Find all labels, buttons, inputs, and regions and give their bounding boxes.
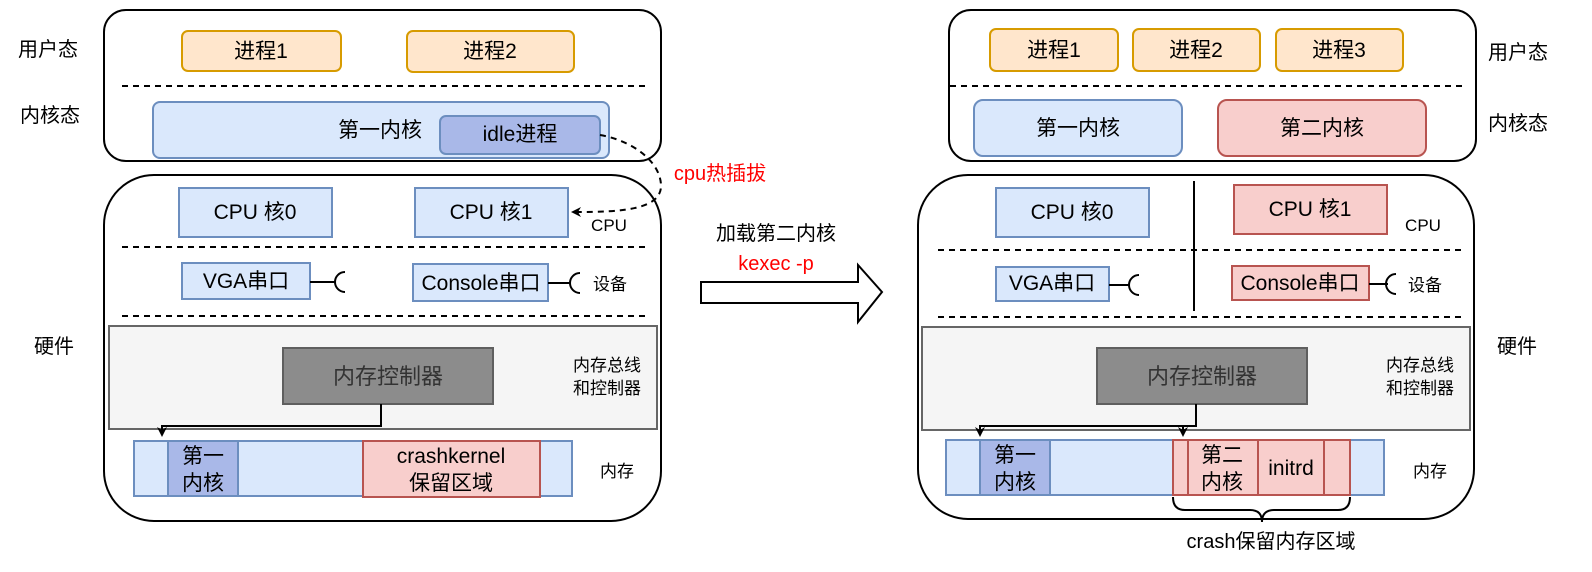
- left-user-mode-label: 用户态: [18, 38, 78, 61]
- left-cpu-label: CPU: [591, 216, 627, 235]
- left-console-interface-socket-icon: [569, 272, 581, 294]
- right-vga-serial-label: VGA串口: [1009, 272, 1095, 295]
- left-console-serial-label: Console串口: [421, 272, 540, 295]
- right-cpu-core-0: [995, 187, 1150, 238]
- right-second-kernel: [1217, 99, 1427, 157]
- right-console-serial: [1231, 265, 1370, 301]
- right-vga-serial: [995, 266, 1110, 302]
- cpu-hotplug-label: cpu热插拔: [674, 162, 766, 185]
- right-cpu-core-0-label: CPU 核0: [1031, 201, 1114, 224]
- right-second-kernel-label: 第二内核: [1280, 117, 1364, 140]
- crash-region-label: crash保留内存区域: [1187, 530, 1356, 553]
- left-memory-controller: [282, 347, 494, 405]
- left-memory-first-kernel-line2: 内核: [182, 472, 224, 495]
- left-cpu-core-0: [178, 187, 333, 238]
- left-cpu-core-1-label: CPU 核1: [450, 201, 533, 224]
- left-vga-interface-socket-icon: [334, 271, 346, 293]
- right-process-2-label: 进程2: [1169, 39, 1223, 62]
- right-console-interface-socket-icon: [1385, 273, 1397, 295]
- right-controller-to-first-kernel-arrow: [975, 404, 1197, 437]
- right-hardware-label: 硬件: [1497, 335, 1537, 358]
- right-process-3: [1275, 28, 1404, 72]
- left-crashkernel-reserved: [362, 440, 541, 498]
- right-diagram: 用户态 内核态 硬件 进程1 进程2 进程3 第一内核 第二内核 CPU 核0 …: [917, 9, 1548, 553]
- right-user-mode-label: 用户态: [1488, 41, 1548, 64]
- right-memory-initrd: initrd: [1268, 457, 1314, 480]
- right-memory-first-kernel: [979, 439, 1051, 496]
- idle-process-label: idle进程: [483, 123, 558, 146]
- right-first-kernel-label: 第一内核: [1036, 117, 1120, 140]
- left-process-1-label: 进程1: [234, 40, 288, 63]
- left-device-label: 设备: [593, 275, 627, 294]
- cpu-hotplug-arrow: [571, 134, 663, 217]
- right-cpu-label: CPU: [1405, 216, 1441, 235]
- right-vga-interface-socket-icon: [1128, 274, 1140, 296]
- right-device-label: 设备: [1408, 276, 1442, 295]
- transition-arrow: 加载第二内核 kexec -p: [700, 222, 884, 325]
- transition-label-line2: kexec -p: [738, 253, 814, 275]
- left-diagram: 用户态 内核态 硬件 进程1 进程2 第一内核 idle进程 CPU 核0 CP…: [18, 9, 662, 522]
- crash-region-brace-icon: [1172, 496, 1351, 523]
- right-first-kernel: [973, 99, 1183, 157]
- left-vga-serial-label: VGA串口: [203, 270, 289, 293]
- left-process-2-label: 进程2: [463, 40, 517, 63]
- right-memory-second-kernel-line2: 内核: [1201, 471, 1243, 494]
- left-first-kernel-label: 第一内核: [338, 119, 422, 142]
- left-memory-label: 内存: [600, 462, 634, 481]
- left-memory-first-kernel: [167, 440, 239, 497]
- right-process-3-label: 进程3: [1312, 39, 1366, 62]
- left-crashkernel-line2: 保留区域: [409, 472, 493, 495]
- right-cpu-core-1: [1233, 184, 1388, 235]
- right-crash-reserved-region: [1172, 439, 1351, 496]
- left-controller-to-memory-arrow: [157, 404, 382, 437]
- left-crashkernel-line1: crashkernel: [397, 445, 506, 468]
- right-memory-first-kernel-line2: 内核: [994, 471, 1036, 494]
- left-bus-label-line2: 和控制器: [573, 379, 641, 398]
- right-memory-label: 内存: [1413, 462, 1447, 481]
- right-memory-controller-label: 内存控制器: [1147, 364, 1257, 389]
- left-bus-label-line1: 内存总线: [573, 356, 641, 375]
- left-memory-controller-label: 内存控制器: [333, 364, 443, 389]
- left-cpu-core-1: [414, 187, 569, 238]
- right-memory-controller: [1096, 347, 1308, 405]
- right-process-2: [1132, 28, 1261, 72]
- left-cpu-core-0-label: CPU 核0: [214, 201, 297, 224]
- right-console-serial-label: Console串口: [1240, 272, 1359, 295]
- right-cpu-core-1-label: CPU 核1: [1269, 198, 1352, 221]
- right-process-1-label: 进程1: [1027, 39, 1081, 62]
- right-process-1: [989, 28, 1119, 72]
- left-process-2: [406, 30, 575, 73]
- left-process-1: [181, 30, 342, 72]
- left-kernel-mode-label: 内核态: [20, 104, 80, 127]
- transition-label-line1: 加载第二内核: [716, 222, 836, 245]
- right-bus-label-line1: 内存总线: [1386, 356, 1454, 375]
- right-kernel-mode-label: 内核态: [1488, 112, 1548, 135]
- right-arrow-icon: [700, 262, 884, 325]
- right-bus-label-line2: 和控制器: [1386, 379, 1454, 398]
- right-memory-first-kernel-line1: 第一: [994, 444, 1036, 467]
- left-memory-first-kernel-line1: 第一: [182, 445, 224, 468]
- right-memory-second-kernel-line1: 第二: [1201, 444, 1243, 467]
- left-hardware-label: 硬件: [34, 335, 74, 358]
